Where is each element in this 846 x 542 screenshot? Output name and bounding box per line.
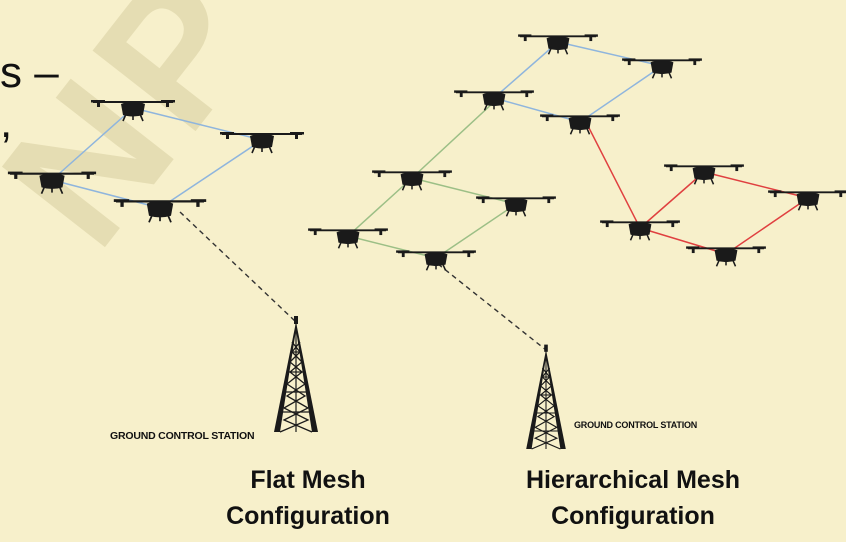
link-hier-inter-red: [587, 125, 641, 229]
link-hier-blue-1: [493, 41, 559, 99]
drone-icon: [395, 249, 477, 272]
ground-station-tower-icon: [525, 344, 567, 450]
drone-icon: [663, 163, 745, 186]
link-hier-blue-3: [579, 65, 663, 123]
hierarchical-mesh-caption: Hierarchical Mesh Configuration: [508, 462, 758, 534]
hier-caption-line1: Hierarchical Mesh: [526, 466, 740, 494]
link-hier-green-4: [347, 235, 437, 259]
link-hier-blue-4: [493, 97, 581, 123]
link-hier-ground: [437, 263, 547, 351]
link-hier-red-3: [725, 197, 809, 255]
link-hier-red-1: [639, 171, 705, 229]
partial-text-second: ,: [0, 98, 13, 147]
flat-caption-line2: Configuration: [226, 502, 390, 530]
link-hier-red-2: [703, 171, 809, 199]
hierarchical-mesh-links: [347, 41, 809, 351]
hier-caption-line2: Configuration: [551, 502, 715, 530]
drone-icon: [6, 170, 98, 195]
drone-icon: [539, 113, 621, 136]
drone-icon: [453, 89, 535, 112]
drone-icon: [767, 189, 846, 212]
drone-icon: [307, 227, 389, 250]
link-flat-ground: [179, 211, 297, 323]
link-flat-4: [51, 179, 161, 209]
drone-icon: [112, 198, 208, 224]
link-hier-green-1: [347, 177, 413, 237]
link-hier-green-3: [435, 203, 517, 259]
hierarchical-mesh-drones: [307, 33, 846, 272]
partial-text-top: s –: [0, 48, 59, 97]
flat-mesh-drones: [6, 99, 305, 224]
hier-ground-station-label: GROUND CONTROL STATION: [574, 420, 698, 430]
drone-icon: [219, 131, 305, 154]
flat-ground-station-label: GROUND CONTROL STATION: [110, 430, 255, 442]
drone-icon: [685, 245, 767, 268]
drone-icon: [621, 57, 703, 80]
drone-icon: [517, 33, 599, 56]
drone-icon: [475, 195, 557, 218]
link-hier-inter-green: [411, 101, 495, 179]
link-hier-red-4: [639, 227, 727, 255]
drone-icon: [599, 219, 681, 242]
link-flat-3: [159, 139, 263, 209]
drone-icon: [371, 169, 453, 192]
link-hier-blue-2: [557, 41, 663, 67]
link-hier-green-2: [411, 177, 517, 205]
flat-mesh-caption: Flat Mesh Configuration: [208, 462, 408, 534]
flat-caption-line1: Flat Mesh: [250, 466, 366, 494]
drone-icon: [90, 99, 176, 122]
ground-station-tower-icon: [273, 315, 319, 433]
link-flat-1: [51, 107, 134, 181]
link-flat-2: [132, 107, 263, 141]
